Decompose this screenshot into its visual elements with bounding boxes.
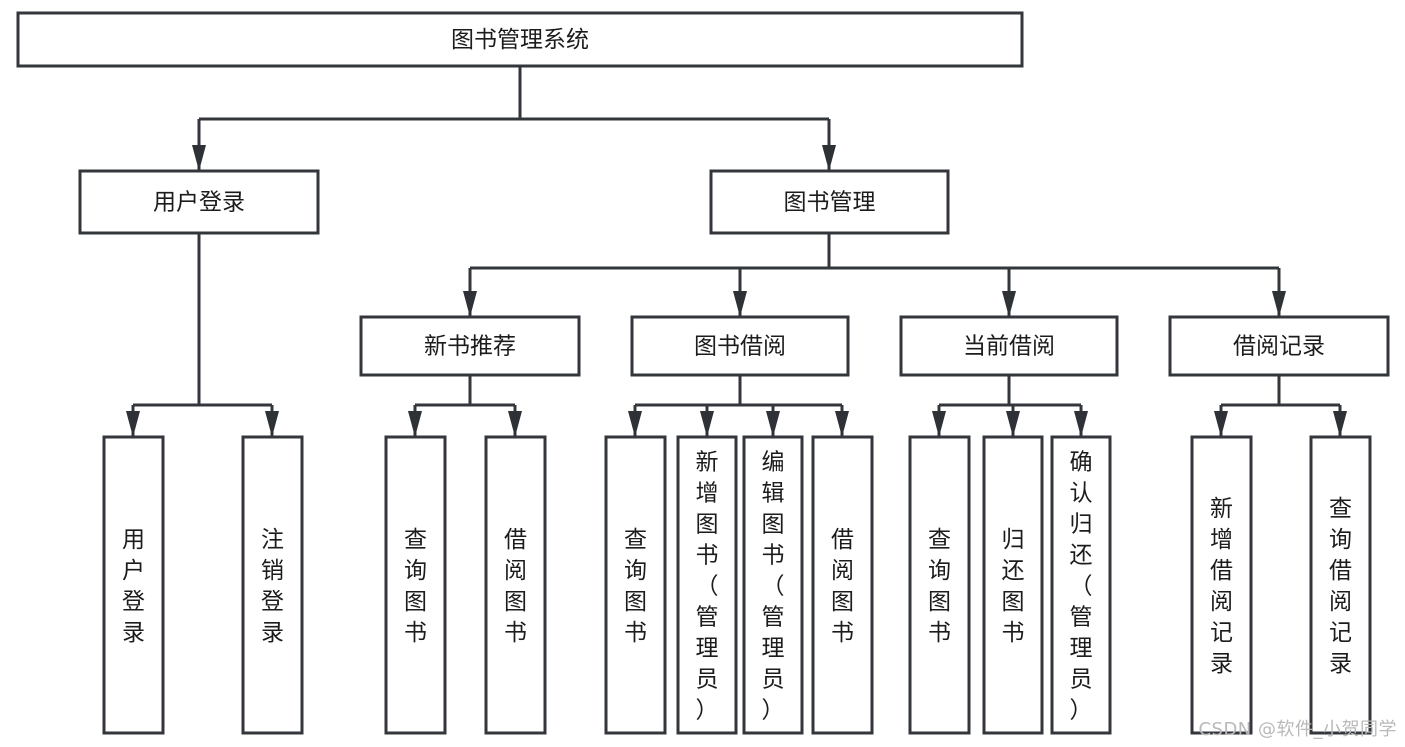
node-label: 查询图书 [624, 527, 647, 646]
arrow-head-icon [463, 291, 477, 317]
node-root[interactable]: 图书管理系统 [16, 11, 1024, 68]
node-label: 借阅图书 [831, 527, 854, 646]
node-box [1309, 435, 1372, 735]
arrow-head-icon [1214, 411, 1228, 437]
node-label: 借阅图书 [504, 527, 527, 646]
arrow-head-icon [932, 411, 946, 437]
node-leaf-3[interactable]: 借阅图书 [484, 435, 547, 735]
node-label: 图书管理 [784, 190, 876, 216]
node-leaf-0[interactable]: 用户登录 [102, 435, 165, 735]
node-label: 查询借阅记录 [1329, 496, 1352, 677]
node-leaf-9[interactable]: 归还图书 [982, 435, 1044, 735]
node-level3-2[interactable]: 当前借阅 [899, 315, 1119, 377]
arrow-head-icon [1333, 411, 1347, 437]
node-box [484, 435, 547, 735]
node-label: 注销登录 [261, 527, 284, 646]
node-label: 借阅记录 [1233, 334, 1325, 360]
node-label: 用户登录 [153, 190, 245, 216]
node-box [1050, 435, 1112, 735]
node-box [241, 435, 304, 735]
node-label: 图书管理系统 [451, 27, 589, 53]
arrow-head-icon [835, 411, 849, 437]
arrow-head-icon [1006, 411, 1020, 437]
node-level3-1[interactable]: 图书借阅 [630, 315, 850, 377]
node-box [676, 435, 738, 735]
node-leaf-6[interactable]: 编辑图书（管理员） [742, 435, 804, 735]
arrow-head-icon [766, 411, 780, 437]
node-box [899, 315, 1119, 377]
node-box [78, 169, 320, 235]
node-label: 新增借阅记录 [1210, 496, 1233, 677]
node-box [16, 11, 1024, 68]
node-level3-3[interactable]: 借阅记录 [1168, 315, 1390, 377]
node-leaf-8[interactable]: 查询图书 [908, 435, 971, 735]
node-box [709, 169, 950, 235]
node-box [811, 435, 874, 735]
node-label: 用户登录 [122, 527, 145, 646]
arrow-head-icon [733, 291, 747, 317]
arrow-head-icon [700, 411, 714, 437]
arrow-head-icon [408, 411, 422, 437]
node-box [908, 435, 971, 735]
node-box [384, 435, 447, 735]
node-box [742, 435, 804, 735]
node-box [604, 435, 667, 735]
node-leaf-10[interactable]: 确认归还（管理员） [1050, 435, 1112, 735]
arrow-head-icon [192, 145, 206, 171]
arrow-head-icon [822, 145, 836, 171]
arrow-head-icon [126, 411, 140, 437]
node-box [982, 435, 1044, 735]
node-label: 新书推荐 [424, 334, 516, 360]
node-box [1190, 435, 1253, 735]
csdn-watermark: CSDN @软件_小贺同学 [1198, 719, 1397, 740]
node-level2-0[interactable]: 用户登录 [78, 169, 320, 235]
node-label: 当前借阅 [963, 334, 1055, 360]
node-label: 图书借阅 [694, 334, 786, 360]
arrow-head-icon [1272, 291, 1286, 317]
node-leaf-12[interactable]: 查询借阅记录 [1309, 435, 1372, 735]
node-leaf-5[interactable]: 新增图书（管理员） [676, 435, 738, 735]
node-box [102, 435, 165, 735]
node-leaf-11[interactable]: 新增借阅记录 [1190, 435, 1253, 735]
node-label: 编辑图书（管理员） [762, 450, 785, 724]
node-leaf-2[interactable]: 查询图书 [384, 435, 447, 735]
node-level3-0[interactable]: 新书推荐 [359, 315, 581, 377]
node-label: 查询图书 [404, 527, 427, 646]
node-box [359, 315, 581, 377]
arrow-head-icon [1074, 411, 1088, 437]
arrow-head-icon [1002, 291, 1016, 317]
arrow-head-icon [508, 411, 522, 437]
arrow-head-icon [628, 411, 642, 437]
arrow-head-icon [265, 411, 279, 437]
node-leaf-7[interactable]: 借阅图书 [811, 435, 874, 735]
node-box [630, 315, 850, 377]
node-label: 新增图书（管理员） [696, 450, 719, 724]
node-leaf-4[interactable]: 查询图书 [604, 435, 667, 735]
node-leaf-1[interactable]: 注销登录 [241, 435, 304, 735]
node-box [1168, 315, 1390, 377]
node-level2-1[interactable]: 图书管理 [709, 169, 950, 235]
node-label: 查询图书 [928, 527, 951, 646]
node-label: 确认归还（管理员） [1070, 450, 1093, 724]
node-label: 归还图书 [1002, 527, 1025, 646]
